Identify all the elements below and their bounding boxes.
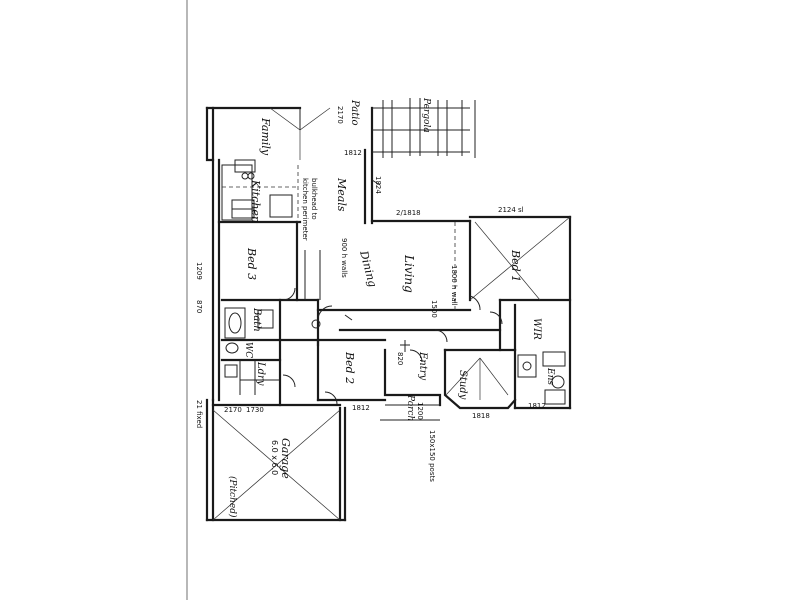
note-bulkhead: bulkhead to — [310, 178, 318, 220]
annotation-marks — [304, 179, 456, 352]
ensuite-fixtures — [517, 351, 566, 405]
kitchen-fixtures — [221, 159, 299, 222]
pergola-beams — [372, 98, 476, 158]
dim-870: 870 — [195, 300, 203, 313]
room-label-kitchen: Kitchen — [249, 179, 262, 223]
room-label-wc: WC — [243, 342, 253, 358]
internal-walls — [217, 220, 572, 407]
room-label-living: Living — [402, 254, 416, 293]
dim-1200: 1200 — [416, 402, 424, 420]
room-label-meals: Meals — [335, 177, 348, 212]
garage-note: (Pitched) — [227, 476, 238, 518]
room-label-bed1: Bed 1 — [509, 249, 522, 282]
room-label-wir: WIR — [531, 318, 542, 340]
ceiling-diagonals — [212, 107, 571, 521]
dim-1209: 1209 — [195, 262, 203, 280]
dim-1730: 1730 — [246, 406, 264, 414]
dim-820: 820 — [396, 352, 404, 365]
dim-21fixed: 21 fixed — [195, 400, 203, 428]
room-label-ldry: Ldry — [255, 361, 266, 386]
room-label-patio: Patio — [349, 99, 360, 125]
door-swings — [282, 287, 503, 405]
room-label-dining: Dining — [357, 248, 379, 288]
room-label-bath: Bath — [251, 307, 262, 332]
dim-1818: 1818 — [472, 412, 490, 420]
dim-2170b: 2170 — [224, 406, 242, 414]
note-bulkhead-2: kitchen perimeter — [301, 178, 309, 241]
dim-2124: 2124 sl — [498, 206, 524, 214]
dim-1500: 1500 — [430, 300, 438, 318]
room-label-family: Family — [259, 117, 272, 156]
room-label-garage: Garage — [279, 438, 292, 479]
garage-size: 6.0 x 6.0 — [270, 440, 279, 475]
dim-1812c: 1812 — [352, 404, 370, 412]
bath-fixtures — [224, 307, 274, 378]
note-walls-900: 900 h walls — [340, 238, 348, 278]
dim-1812a: 1812 — [344, 149, 362, 157]
room-label-pergola: Pergola — [421, 97, 431, 133]
room-label-bed3: Bed 3 — [245, 247, 258, 280]
note-wall-1800: 1800 h wall — [450, 265, 458, 306]
outer-walls — [205, 106, 572, 522]
dim-2-1818: 2/1818 — [396, 209, 421, 217]
room-label-entry: Entry — [417, 351, 428, 381]
dim-1812b: 1812 — [528, 402, 546, 410]
dim-1824: 1824 — [374, 176, 382, 194]
note-posts: 150x150 posts — [428, 430, 436, 482]
room-label-study: Study — [457, 370, 468, 400]
dim-2170: 2170 — [336, 106, 344, 124]
room-label-ens: Ens — [545, 367, 555, 385]
room-label-bed2: Bed 2 — [343, 351, 356, 384]
room-label-porch: Porch — [405, 394, 415, 421]
